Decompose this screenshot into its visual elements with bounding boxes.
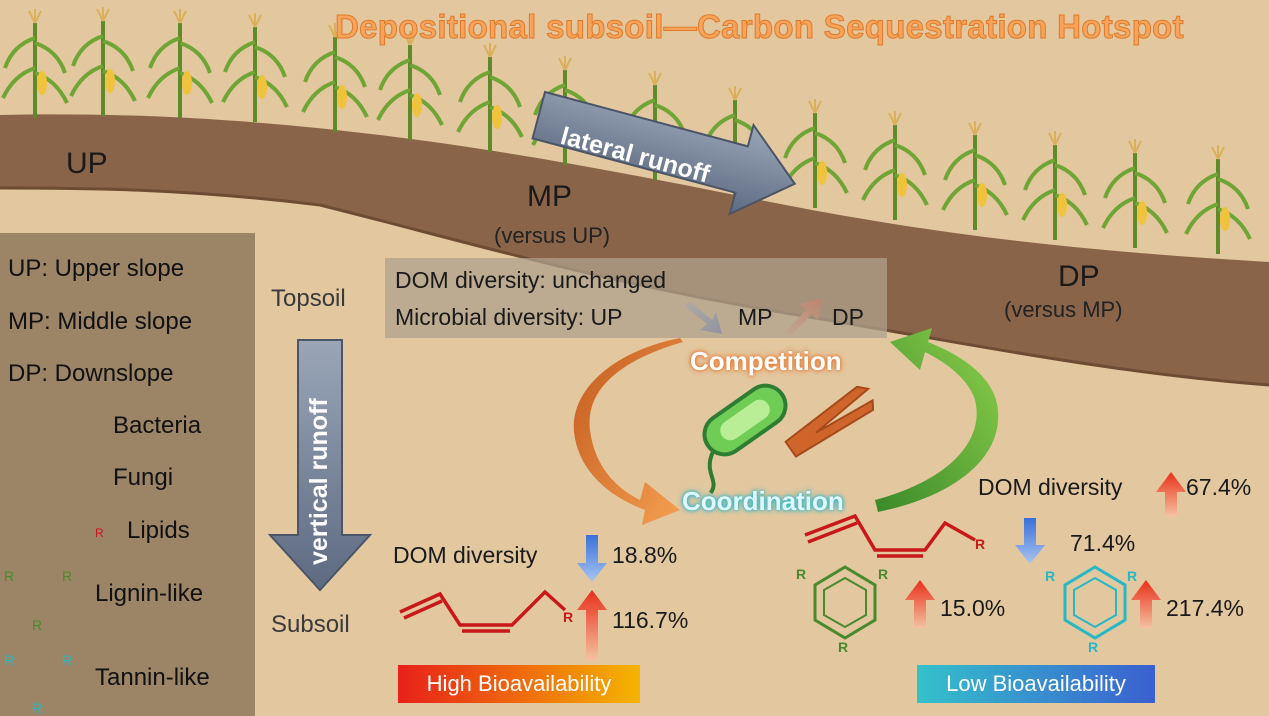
corn-plant bbox=[1021, 131, 1089, 240]
topsoil-dom-text: DOM diversity: unchanged bbox=[395, 267, 667, 293]
corn-plant bbox=[941, 121, 1009, 230]
dp-dom-text: DOM diversity bbox=[978, 474, 1123, 500]
subsoil-dom-text: DOM diversity bbox=[393, 542, 538, 568]
dp-tannin-r3: R bbox=[1088, 639, 1099, 655]
dp-lignin-r1: R bbox=[796, 566, 807, 582]
topsoil-microbial-dp: DP bbox=[832, 304, 864, 330]
dp-tannin-change: 217.4% bbox=[1166, 595, 1245, 621]
slope-label-mp: MP bbox=[527, 180, 572, 213]
topsoil-label: Topsoil bbox=[271, 285, 346, 312]
dp-lipid-change: 71.4% bbox=[1070, 530, 1136, 556]
competition-label: Competition bbox=[690, 346, 842, 376]
legend-lignin-r1: R bbox=[4, 568, 15, 584]
topsoil-microbial-mp: MP bbox=[738, 304, 773, 330]
subsoil-lipid-change: 116.7% bbox=[612, 607, 689, 633]
subsoil-dom-change: 18.8% bbox=[612, 542, 678, 568]
subsoil-label: Subsoil bbox=[271, 611, 350, 638]
legend-bacteria-label: Bacteria bbox=[113, 412, 202, 439]
corn-plant bbox=[456, 43, 524, 152]
dp-tannin-r1: R bbox=[1045, 568, 1056, 584]
legend-lignin-r2: R bbox=[62, 568, 73, 584]
subsoil-lipid-r: R bbox=[563, 609, 574, 625]
legend-fungi-label: Fungi bbox=[113, 464, 174, 491]
legend-up: UP: Upper slope bbox=[8, 255, 185, 282]
slope-note-mp: (versus UP) bbox=[494, 223, 611, 248]
slope-label-dp: DP bbox=[1058, 260, 1100, 293]
corn-plant bbox=[861, 111, 929, 220]
arrow-down-dp-lipid bbox=[1015, 518, 1045, 564]
arrow-down-subsoil-dom bbox=[577, 535, 607, 582]
corn-plant bbox=[781, 99, 849, 208]
legend-mp: MP: Middle slope bbox=[8, 308, 193, 335]
diagram-title: Depositional subsoil—Carbon Sequestratio… bbox=[335, 8, 1185, 46]
dp-lipid-r: R bbox=[975, 536, 986, 552]
coordination-label: Coordination bbox=[682, 486, 844, 516]
bacteria-icon bbox=[702, 383, 788, 495]
arrow-up-subsoil-lipid bbox=[577, 590, 607, 660]
legend-lignin-label: Lignin-like bbox=[95, 580, 204, 607]
low-bioavailability-label: Low Bioavailability bbox=[917, 665, 1155, 703]
arrow-up-dp-tannin bbox=[1131, 580, 1161, 628]
dp-tannin-icon bbox=[1063, 565, 1127, 640]
lateral-runoff-arrow bbox=[531, 90, 797, 216]
corn-plant bbox=[376, 31, 444, 140]
dp-lignin-icon bbox=[813, 565, 877, 640]
topsoil-microbial-text: Microbial diversity: UP bbox=[395, 304, 623, 330]
legend-lipid-r: R bbox=[95, 526, 104, 540]
corn-plant bbox=[1, 9, 69, 118]
subsoil-lipid-icon bbox=[399, 589, 567, 633]
dp-lignin-change: 15.0% bbox=[940, 595, 1006, 621]
topsoil-info-band bbox=[385, 258, 887, 338]
fungi-icon bbox=[784, 385, 875, 458]
corn-plant bbox=[1101, 139, 1169, 248]
dp-lignin-r2: R bbox=[878, 566, 889, 582]
dp-lipid-icon bbox=[804, 513, 976, 558]
corn-plant bbox=[146, 9, 214, 118]
legend-tannin-r2: R bbox=[62, 652, 73, 668]
legend-tannin-r3: R bbox=[32, 700, 43, 716]
vertical-runoff-arrow bbox=[267, 339, 373, 592]
competition-coordination-cycle bbox=[573, 328, 999, 525]
dp-dom-change: 67.4% bbox=[1186, 474, 1252, 500]
dp-tannin-r2: R bbox=[1127, 568, 1138, 584]
corn-plant bbox=[301, 23, 369, 132]
arrow-up-dp-dom bbox=[1156, 472, 1186, 516]
high-bioavailability-label: High Bioavailability bbox=[398, 665, 640, 703]
legend-dp: DP: Downslope bbox=[8, 360, 174, 387]
legend-panel bbox=[0, 233, 255, 716]
slope-note-dp: (versus MP) bbox=[1004, 297, 1123, 322]
arrow-up-dp-lignin bbox=[905, 580, 935, 628]
corn-plant bbox=[69, 7, 137, 116]
corn-plant bbox=[221, 13, 289, 122]
dp-lignin-r3: R bbox=[838, 639, 849, 655]
legend-tannin-label: Tannin-like bbox=[95, 664, 210, 691]
vertical-runoff-label: vertical runoff bbox=[305, 398, 333, 565]
topsoil-layer bbox=[0, 114, 1269, 385]
legend-tannin-r1: R bbox=[4, 652, 15, 668]
legend-lignin-r3: R bbox=[32, 617, 43, 633]
corn-plant bbox=[1184, 145, 1252, 254]
slope-label-up: UP bbox=[66, 147, 108, 180]
legend-lipids-label: Lipids bbox=[127, 517, 190, 544]
